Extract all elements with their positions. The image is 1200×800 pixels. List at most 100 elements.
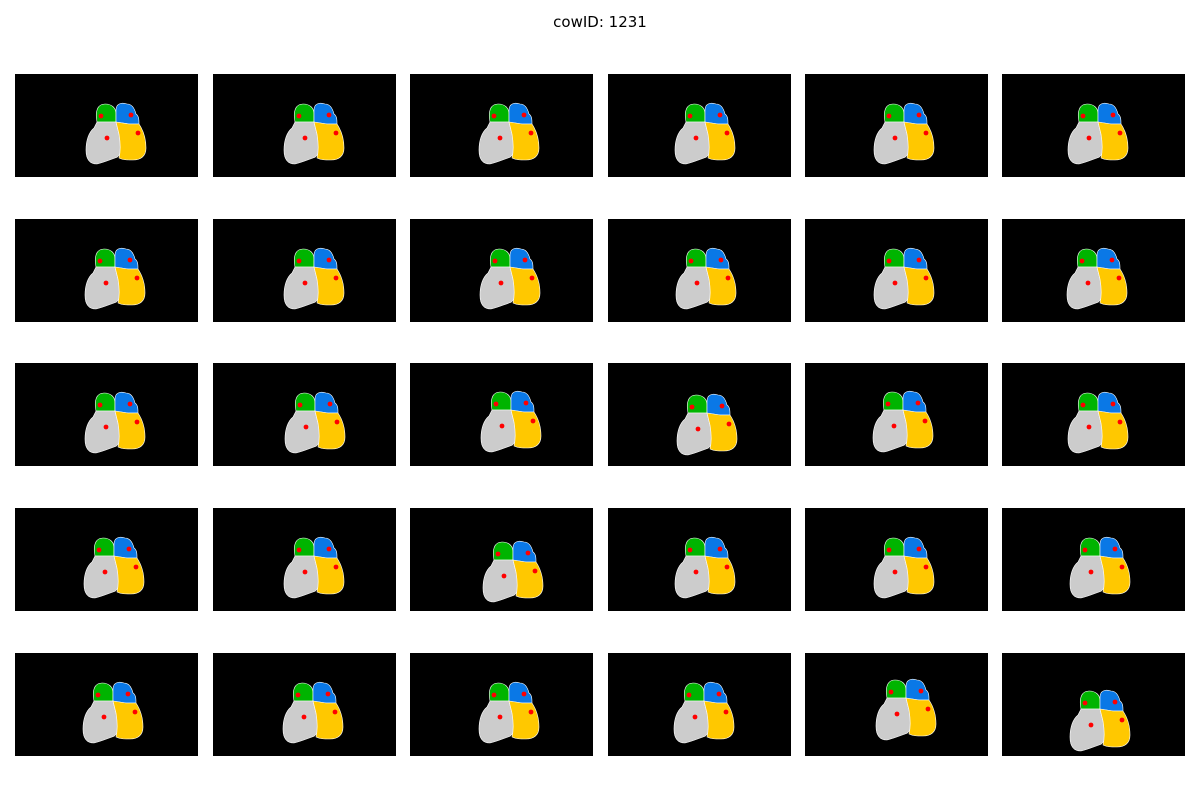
image-panel: [1002, 653, 1185, 756]
rear-right-center-dot: [724, 130, 730, 136]
front-left-quarter: [488, 682, 510, 702]
front-left-center-dot: [687, 113, 693, 119]
rear-right-quarter: [509, 266, 541, 306]
rear-left-quarter: [478, 121, 515, 165]
front-left-center-dot: [688, 258, 694, 264]
image-panel: [213, 219, 396, 322]
rear-left-center-dot: [302, 135, 308, 141]
udder-segmentation-image: [284, 391, 346, 454]
front-left-quarter: [882, 391, 904, 411]
rear-left-center-dot: [301, 714, 307, 720]
rear-left-quarter: [1067, 410, 1104, 454]
front-right-center-dot: [525, 550, 531, 556]
rear-left-quarter: [85, 121, 122, 165]
rear-right-center-dot: [725, 275, 731, 281]
front-right-center-dot: [716, 691, 722, 697]
rear-right-quarter: [706, 412, 738, 452]
udder-segmentation-image: [673, 681, 735, 744]
front-left-center-dot: [1079, 258, 1085, 264]
rear-left-center-dot: [892, 569, 898, 575]
image-panel: [608, 363, 791, 466]
rear-left-quarter: [283, 266, 320, 310]
rear-right-quarter: [114, 410, 146, 450]
rear-right-center-dot: [923, 130, 929, 136]
front-left-quarter: [488, 103, 510, 123]
image-panel: [410, 363, 593, 466]
front-right-center-dot: [127, 257, 133, 263]
udder-segmentation-image: [1067, 391, 1129, 454]
udder-segmentation-image: [1067, 102, 1129, 165]
udder-segmentation-image: [282, 681, 344, 744]
udder-segmentation-image: [478, 681, 540, 744]
rear-left-quarter: [82, 700, 119, 744]
rear-right-center-dot: [723, 709, 729, 715]
rear-right-quarter: [703, 700, 735, 740]
front-right-quarter: [113, 536, 138, 559]
image-panel: [410, 219, 593, 322]
rear-right-center-dot: [923, 564, 929, 570]
front-left-quarter: [683, 682, 705, 702]
front-left-quarter: [686, 394, 708, 414]
rear-left-center-dot: [499, 423, 505, 429]
front-right-center-dot: [1112, 699, 1118, 705]
front-left-center-dot: [1082, 700, 1088, 706]
rear-left-quarter: [284, 410, 321, 454]
front-right-quarter: [1099, 536, 1124, 559]
front-right-quarter: [703, 681, 728, 704]
front-left-quarter: [93, 537, 115, 557]
front-right-center-dot: [717, 546, 723, 552]
front-right-center-dot: [717, 112, 723, 118]
front-right-quarter: [508, 102, 533, 125]
front-left-quarter: [885, 679, 907, 699]
udder-segmentation-image: [283, 247, 345, 310]
rear-right-quarter: [903, 555, 935, 595]
rear-right-quarter: [1097, 410, 1129, 450]
rear-left-center-dot: [302, 569, 308, 575]
rear-right-quarter: [512, 559, 544, 599]
rear-right-quarter: [510, 409, 542, 449]
figure-title: cowID: 1231: [553, 13, 647, 31]
front-left-center-dot: [295, 692, 301, 698]
front-right-quarter: [903, 102, 928, 125]
front-right-center-dot: [127, 401, 133, 407]
udder-segmentation-image: [875, 678, 937, 741]
rear-right-quarter: [508, 700, 540, 740]
front-left-center-dot: [493, 401, 499, 407]
rear-left-center-dot: [694, 280, 700, 286]
udder-segmentation-image: [873, 102, 935, 165]
rear-left-center-dot: [1086, 135, 1092, 141]
image-panel: [15, 219, 198, 322]
rear-left-quarter: [674, 121, 711, 165]
rear-left-quarter: [283, 555, 320, 599]
rear-right-quarter: [312, 700, 344, 740]
udder-segmentation-image: [479, 247, 541, 310]
front-left-center-dot: [491, 692, 497, 698]
rear-left-center-dot: [497, 714, 503, 720]
rear-right-center-dot: [133, 564, 139, 570]
front-left-quarter: [94, 392, 116, 412]
front-left-center-dot: [97, 258, 103, 264]
front-right-quarter: [509, 247, 534, 270]
front-left-center-dot: [1080, 402, 1086, 408]
rear-right-center-dot: [135, 130, 141, 136]
front-right-center-dot: [125, 691, 131, 697]
rear-right-center-dot: [1117, 130, 1123, 136]
rear-right-center-dot: [529, 275, 535, 281]
front-left-center-dot: [297, 402, 303, 408]
rear-left-quarter: [873, 266, 910, 310]
rear-right-quarter: [704, 555, 736, 595]
image-panel: [15, 653, 198, 756]
rear-left-center-dot: [1086, 424, 1092, 430]
rear-left-center-dot: [1085, 280, 1091, 286]
rear-right-center-dot: [132, 709, 138, 715]
rear-right-center-dot: [333, 564, 339, 570]
rear-right-center-dot: [332, 709, 338, 715]
udder-segmentation-image: [1069, 536, 1131, 599]
rear-left-center-dot: [1088, 569, 1094, 575]
front-right-quarter: [313, 247, 338, 270]
front-right-center-dot: [521, 691, 527, 697]
rear-left-center-dot: [101, 714, 107, 720]
front-right-center-dot: [916, 546, 922, 552]
rear-right-quarter: [905, 697, 937, 737]
